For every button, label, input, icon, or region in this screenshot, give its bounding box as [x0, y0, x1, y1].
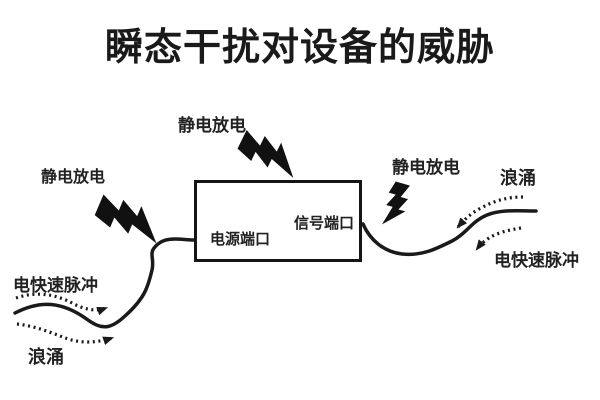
eft-arrow-left: [15, 292, 109, 316]
eft-arrow-right: [475, 226, 522, 251]
esd-label-top: 静电放电: [178, 116, 246, 135]
esd-label-right: 静电放电: [392, 158, 460, 177]
lightning-bolt-icon-top: [237, 129, 294, 179]
power-cable-line: [13, 237, 196, 329]
eft-label-right: 电快速脉冲: [494, 251, 579, 270]
equipment-box: 电源端口 信号端口: [194, 180, 362, 262]
signal-cable-line: [361, 208, 538, 257]
surge-label-left: 浪涌: [28, 347, 64, 367]
eft-label-left: 电快速脉冲: [13, 276, 98, 295]
lightning-bolt-icon-right: [382, 181, 410, 225]
lightning-bolt-icon-left: [94, 194, 157, 244]
surge-label-right: 浪涌: [500, 168, 536, 188]
esd-label-left: 静电放电: [41, 169, 106, 186]
diagram-title: 瞬态干扰对设备的威胁: [104, 27, 495, 69]
power-port-label: 电源端口: [210, 232, 271, 248]
signal-port-label: 信号端口: [293, 216, 354, 232]
